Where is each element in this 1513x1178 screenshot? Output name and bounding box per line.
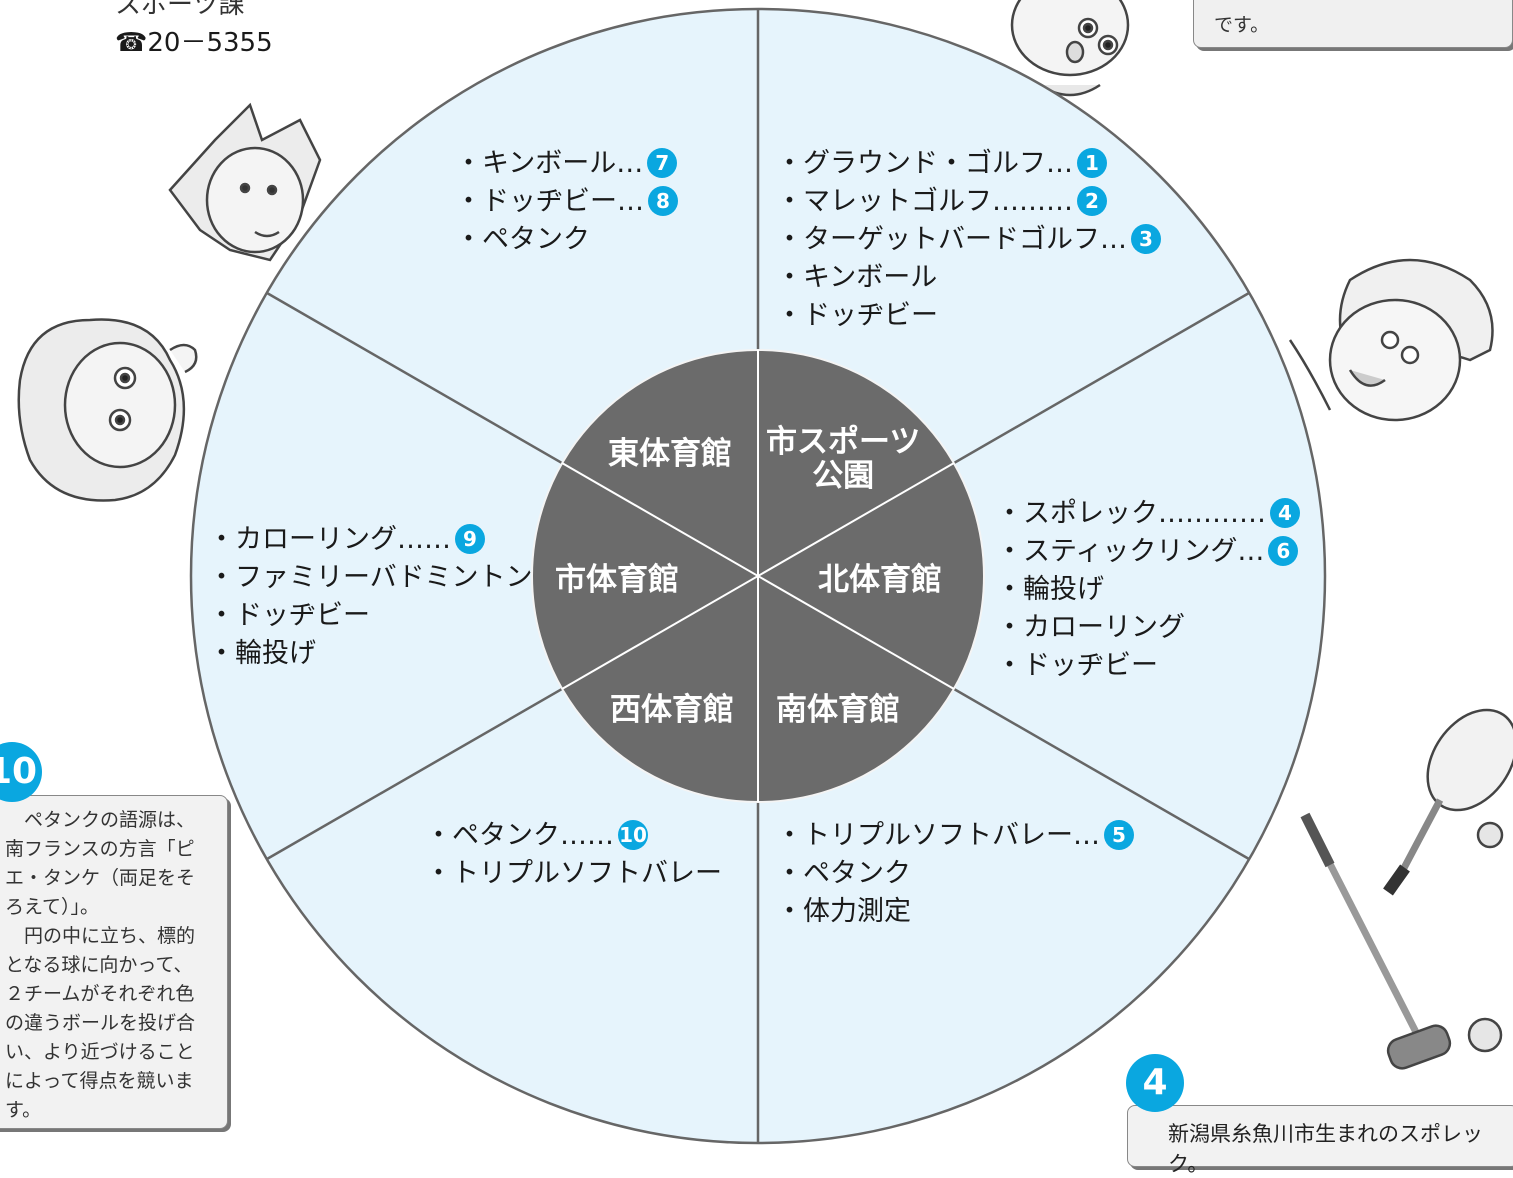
list-item: ・キンボール…7: [455, 145, 678, 183]
list-item: ・ペタンク: [776, 855, 911, 893]
number-badge: 2: [1077, 185, 1107, 216]
hub-dividers: [561, 350, 955, 802]
list-item: ・ファミリーバドミントン: [208, 559, 533, 597]
list-item: ・ドッヂビー: [776, 297, 938, 335]
racket-illustration: [1383, 708, 1513, 896]
illustrations: [17, 0, 1513, 1070]
item-text: ・ドッヂビー: [996, 650, 1158, 681]
list-item: ・キンボール: [776, 259, 937, 297]
list-item: ・カローリング……9: [208, 521, 485, 559]
hall-label-south: 南体育館: [776, 692, 900, 728]
list-item: ・ターゲットバードゴルフ…3: [776, 221, 1161, 259]
facility-wheel-diagram: [189, 7, 1327, 1145]
item-text: ・ファミリーバドミントン: [208, 562, 533, 593]
hall-label-west: 西体育館: [610, 692, 734, 728]
contact-info: スポーツ課 ☎20－5355: [115, 0, 273, 62]
number-badge: 5: [1104, 819, 1134, 850]
hall-label-park-line2: 公園: [812, 458, 875, 494]
hall-label-city: 市体育館: [555, 562, 679, 598]
top-note-box: です。: [1193, 0, 1513, 48]
list-item: ・スポレック…………4: [996, 495, 1300, 533]
sporec-note-text: 新潟県糸魚川市生まれのスポレック。: [1168, 1122, 1483, 1176]
item-text: ・体力測定: [776, 896, 911, 927]
kid-illustration: [1010, 0, 1130, 97]
list-item: ・輪投げ: [208, 635, 316, 673]
top-note-text: です。: [1214, 14, 1270, 36]
list-item: ・ドッヂビー: [208, 597, 370, 635]
number-badge: 7: [647, 147, 678, 178]
item-text: ・グラウンド・ゴルフ…: [776, 148, 1073, 179]
item-text: ・スティックリング…: [996, 536, 1265, 567]
item-text: ・輪投げ: [996, 574, 1104, 605]
item-text: ・スポレック…………: [996, 498, 1266, 529]
list-item: ・カローリング: [996, 609, 1185, 647]
number-badge: 10: [618, 819, 648, 850]
item-text: ・ターゲットバードゴルフ…: [776, 224, 1127, 255]
item-text: ・ペタンク……: [425, 820, 614, 851]
list-item: ・ドッヂビー…8: [455, 183, 678, 221]
list-item: ・ペタンク: [455, 221, 590, 259]
number-badge: 9: [455, 523, 485, 554]
department-label: スポーツ課: [115, 0, 245, 20]
number-badge: 4: [1270, 497, 1300, 528]
hall-label-park: 市スポーツ 公園: [766, 425, 920, 493]
number-badge: 3: [1131, 223, 1161, 254]
list-item: ・ドッヂビー: [996, 647, 1158, 685]
hall-label-north: 北体育館: [818, 562, 942, 598]
item-text: ・ドッヂビー: [208, 600, 370, 631]
number-badge: 6: [1268, 535, 1299, 566]
item-text: ・ドッヂビー: [776, 300, 938, 331]
elderly-illustration: [1288, 258, 1494, 422]
petanque-note-text: ペタンクの語源は、南フランスの方言「ピエ・タンケ（両足をそろえて）」。 円の中に…: [5, 809, 196, 1121]
list-item: ・輪投げ: [996, 571, 1104, 609]
list-item: ・トリプルソフトバレー…5: [776, 817, 1134, 855]
number-badge: 8: [648, 185, 678, 216]
phone-number: ☎20－5355: [115, 28, 273, 58]
item-text: ・マレットゴルフ………: [776, 186, 1073, 217]
item-text: ・カローリング: [996, 612, 1185, 643]
hall-label-east: 東体育館: [608, 436, 732, 472]
item-text: ・ドッヂビー…: [455, 186, 644, 217]
item-text: ・カローリング……: [208, 524, 451, 555]
list-item: ・スティックリング…6: [996, 533, 1299, 571]
list-item: ・ペタンク……10: [425, 817, 648, 855]
note-number-badge: 4: [1126, 1054, 1184, 1112]
item-text: ・ペタンク: [455, 224, 590, 255]
item-text: ・キンボール…: [455, 148, 644, 179]
list-item: ・グラウンド・ゴルフ…1: [776, 145, 1107, 183]
petanque-note-box: ペタンクの語源は、南フランスの方言「ピエ・タンケ（両足をそろえて）」。 円の中に…: [0, 795, 228, 1129]
boy-illustration: [168, 102, 322, 262]
list-item: ・マレットゴルフ………2: [776, 183, 1107, 221]
sporec-note-box: 新潟県糸魚川市生まれのスポレック。: [1127, 1105, 1513, 1176]
item-text: ・トリプルソフトバレー: [425, 858, 722, 889]
item-text: ・ペタンク: [776, 858, 911, 889]
mallet-illustration: [1300, 812, 1503, 1070]
girl-illustration: [17, 318, 198, 502]
item-text: ・キンボール: [776, 262, 938, 293]
list-item: ・トリプルソフトバレー: [425, 855, 722, 893]
number-badge: 1: [1077, 147, 1107, 178]
hall-label-park-line1: 市スポーツ: [766, 424, 921, 460]
item-text: ・輪投げ: [208, 638, 316, 669]
list-item: ・体力測定: [776, 893, 911, 931]
item-text: ・トリプルソフトバレー…: [776, 820, 1100, 851]
